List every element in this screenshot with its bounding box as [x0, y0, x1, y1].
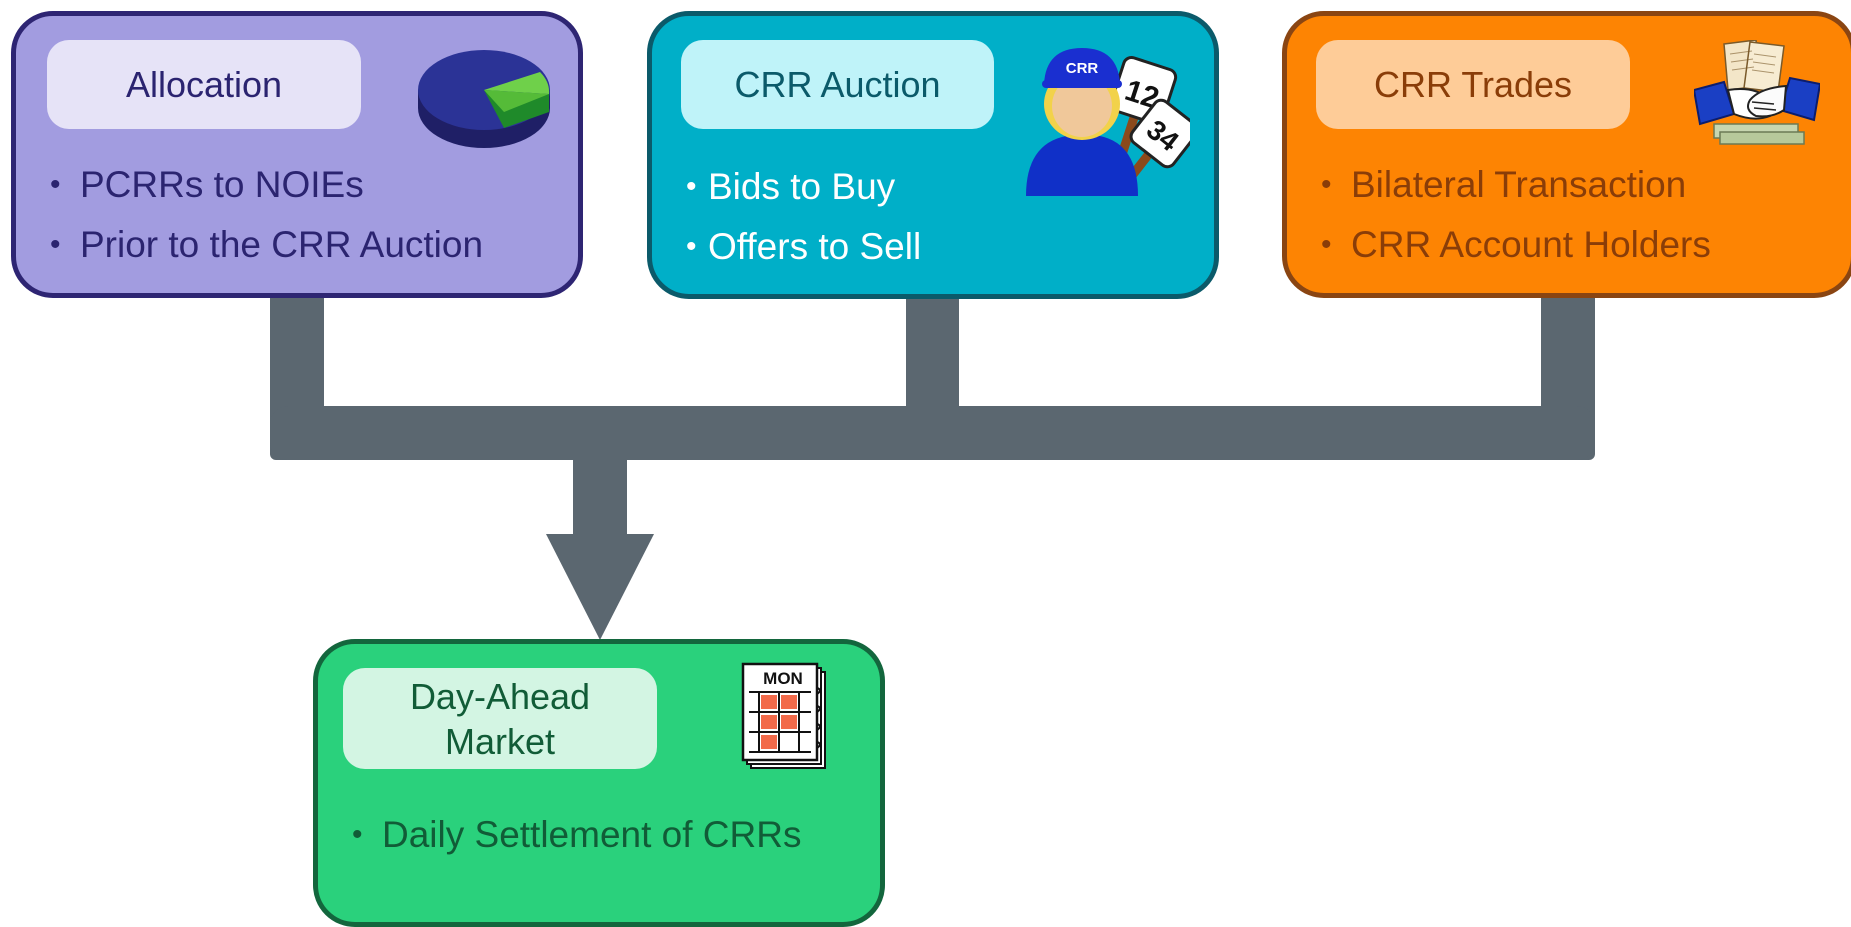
list-item: •Bids to Buy — [686, 166, 896, 207]
crr-trades-box: CRR Trades •Bilateral Transaction •CRR A… — [1282, 11, 1851, 298]
crr-auction-bullets: •Bids to Buy •Offers to Sell — [686, 168, 921, 265]
list-item: •CRR Account Holders — [1321, 224, 1711, 265]
day-ahead-market-box: Day-Ahead Market •Daily Settlement of CR… — [313, 639, 885, 927]
list-item: •Daily Settlement of CRRs — [352, 814, 802, 855]
allocation-box: Allocation •PCRRs to NOIEs •Prior to the… — [11, 11, 583, 298]
down-arrow-head — [546, 534, 654, 640]
day-ahead-market-bullets: •Daily Settlement of CRRs — [352, 816, 801, 853]
handshake-icon — [1694, 40, 1820, 145]
day-ahead-market-title: Day-Ahead Market — [343, 668, 657, 769]
day-ahead-title-line2: Market — [444, 720, 556, 762]
day-ahead-title-line1: Day-Ahead — [409, 675, 591, 717]
auction-bidder-icon: 12 34 CRR — [1026, 48, 1190, 196]
allocation-bullets: •PCRRs to NOIEs •Prior to the CRR Auctio… — [50, 166, 483, 263]
calendar-icon: MON — [741, 662, 826, 769]
pie-chart-icon — [418, 50, 550, 148]
allocation-title-text: Allocation — [125, 64, 283, 105]
list-item: •Prior to the CRR Auction — [50, 224, 484, 265]
list-item: •PCRRs to NOIEs — [50, 164, 364, 205]
crr-trades-title: CRR Trades — [1316, 40, 1630, 129]
crr-trades-title-text: CRR Trades — [1373, 64, 1573, 105]
list-item: •Bilateral Transaction — [1321, 164, 1687, 205]
crr-trades-bullets: •Bilateral Transaction •CRR Account Hold… — [1321, 166, 1711, 263]
calendar-day-label: MON — [763, 669, 803, 688]
crr-auction-title-text: CRR Auction — [734, 64, 941, 105]
cap-label: CRR — [1066, 60, 1099, 77]
connector-lines — [270, 292, 1595, 640]
allocation-title: Allocation — [47, 40, 361, 129]
arrow-shaft — [573, 440, 627, 538]
crr-auction-box: CRR Auction •Bids to Buy •Offers to Sell… — [647, 11, 1219, 299]
list-item: •Offers to Sell — [686, 226, 922, 267]
horizontal-bus — [270, 406, 1595, 460]
crr-auction-title: CRR Auction — [681, 40, 994, 129]
